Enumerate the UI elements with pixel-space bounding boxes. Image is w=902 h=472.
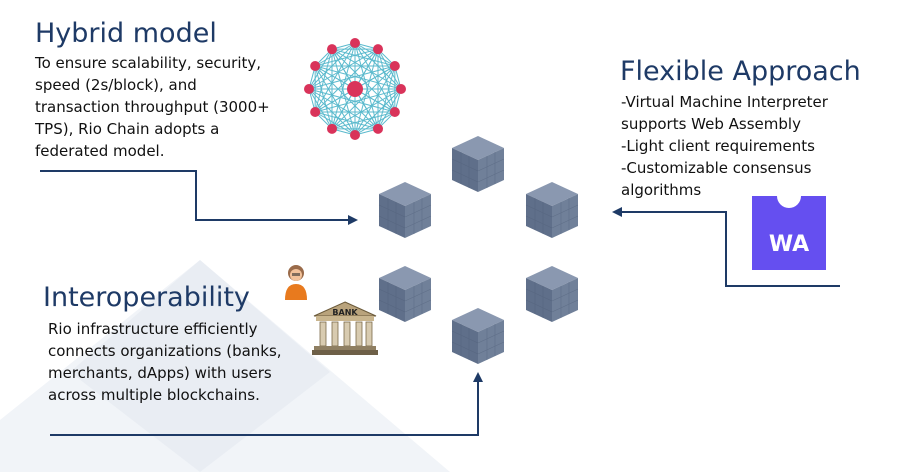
text-line: Rio infrastructure efficiently: [48, 320, 258, 338]
network-graph-icon: [304, 38, 406, 140]
blockchain-cube-icon: [524, 180, 580, 240]
webassembly-label: WA: [768, 232, 810, 257]
network-node: [396, 84, 406, 94]
blockchain-cube-icon: [450, 134, 506, 194]
blockchain-cube-icon: [377, 264, 433, 324]
network-node: [327, 123, 337, 134]
flexible-approach-title: Flexible Approach: [620, 56, 861, 87]
text-line: connects organizations (banks,: [48, 342, 282, 360]
text-line: To ensure scalability, security,: [35, 54, 262, 72]
text-line: -Customizable consensus: [621, 159, 812, 177]
text-line: -Virtual Machine Interpreter: [621, 93, 828, 111]
network-node: [350, 38, 360, 48]
network-node: [304, 84, 314, 94]
network-node: [389, 107, 400, 117]
network-center-node: [347, 81, 363, 97]
hybrid-arrow: [40, 170, 358, 225]
text-line: TPS), Rio Chain adopts a: [35, 120, 220, 138]
network-node: [327, 44, 337, 55]
interop-arrow: [50, 372, 483, 436]
hybrid-model-description: To ensure scalability, security, speed (…: [35, 52, 270, 162]
hybrid-model-title: Hybrid model: [35, 18, 217, 49]
network-node: [389, 61, 400, 71]
text-line: supports Web Assembly: [621, 115, 801, 133]
interoperability-description: Rio infrastructure efficiently connects …: [48, 318, 282, 406]
interoperability-title: Interoperability: [43, 282, 250, 313]
text-line: federated model.: [35, 142, 165, 160]
flexible-approach-description: -Virtual Machine Interpreter supports We…: [621, 91, 828, 201]
person-icon: [285, 265, 307, 300]
webassembly-icon: [752, 196, 826, 270]
text-line: across multiple blockchains.: [48, 386, 260, 404]
blockchain-cube-icon: [524, 264, 580, 324]
network-node: [373, 123, 383, 134]
text-line: -Light client requirements: [621, 137, 815, 155]
text-line: speed (2s/block), and: [35, 76, 197, 94]
flexible-arrow: [612, 207, 840, 287]
text-line: transaction throughput (3000+: [35, 98, 270, 116]
network-node: [310, 61, 321, 71]
text-line: algorithms: [621, 181, 702, 199]
network-node: [310, 107, 321, 117]
svg-text:BANK: BANK: [332, 308, 358, 317]
blockchain-cube-icon: [450, 306, 506, 366]
text-line: merchants, dApps) with users: [48, 364, 272, 382]
blockchain-cube-icon: [377, 180, 433, 240]
bank-icon: BANK: [312, 301, 378, 355]
network-node: [350, 130, 360, 140]
network-node: [373, 44, 383, 55]
